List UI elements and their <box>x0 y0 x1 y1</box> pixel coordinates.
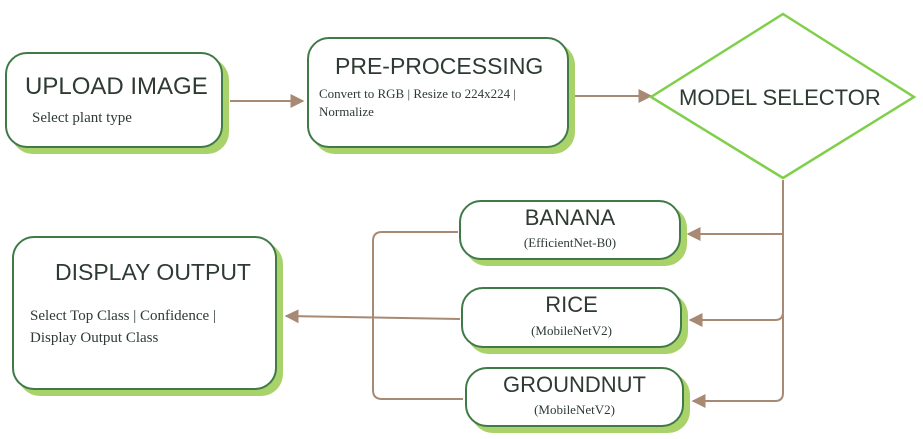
upload-image-title: UPLOAD IMAGE <box>25 73 208 100</box>
display-output-title: DISPLAY OUTPUT <box>55 259 251 285</box>
groundnut-subtitle: (MobileNetV2) <box>534 402 615 417</box>
model-selector-title: MODEL SELECTOR <box>679 85 881 110</box>
preprocessing-subtitle-line-1: Convert to RGB | Resize to 224x224 | <box>319 86 516 101</box>
preprocessing-title: PRE-PROCESSING <box>335 53 544 79</box>
banana-title: BANANA <box>524 205 616 230</box>
banana-subtitle: (EfficientNet-B0) <box>523 235 617 250</box>
rice-title: RICE <box>545 292 598 317</box>
model-selector-trunk <box>688 180 784 327</box>
banana-node <box>459 200 681 260</box>
arrow-to-display-output <box>284 309 461 324</box>
upload-image-node <box>5 52 223 148</box>
upload-image-subtitle: Select plant type <box>32 110 132 126</box>
rice-node <box>461 287 682 348</box>
groundnut-node <box>465 367 684 427</box>
arrow-to-groundnut <box>691 314 784 408</box>
model-selector-diamond <box>648 12 917 180</box>
rice-subtitle: (MobileNetV2) <box>531 323 612 338</box>
display-output-subtitle-line-1: Select Top Class | Confidence | <box>30 308 216 324</box>
display-output-node <box>12 236 277 390</box>
preprocessing-subtitle-line-2: Normalize <box>319 104 374 119</box>
display-output-subtitle-line-2: Display Output Class <box>30 330 159 346</box>
preprocessing-node <box>307 37 569 148</box>
collector-banana-to-groundnut <box>372 231 463 400</box>
groundnut-title: GROUNDNUT <box>503 372 646 397</box>
